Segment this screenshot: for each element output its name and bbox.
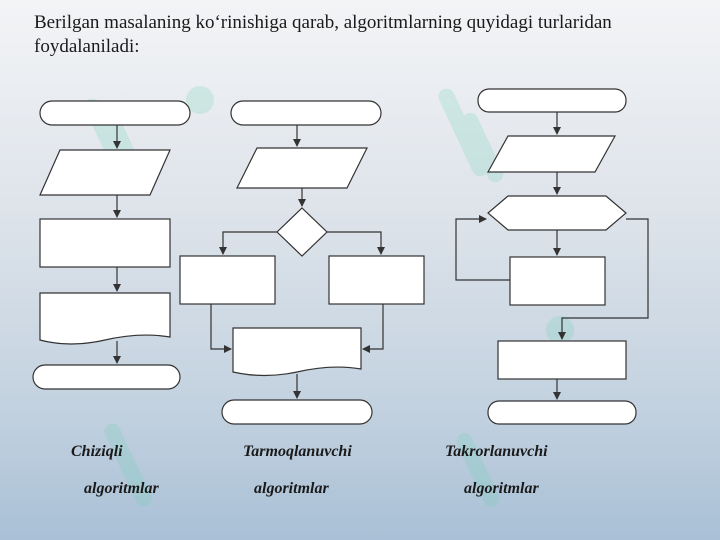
linear-input-parallelogram	[39, 149, 171, 196]
linear-caption-line2: algoritmlar	[84, 480, 159, 497]
branching-decision-diamond	[276, 207, 328, 257]
branching-input-parallelogram	[236, 147, 368, 189]
branching-start-terminal	[230, 100, 382, 126]
linear-caption-line1: Chiziqli	[71, 443, 123, 460]
loop-condition-hexagon	[487, 195, 627, 231]
loop-input-parallelogram	[486, 135, 617, 173]
branching-output-document	[232, 327, 362, 377]
linear-output-document	[39, 292, 171, 345]
branching-flowchart	[179, 100, 425, 425]
linear-flowchart	[32, 100, 191, 390]
slide-title: Berilgan masalaning ko‘rinishiga qarab, …	[34, 12, 612, 57]
loop-caption-line2: algoritmlar	[464, 480, 539, 497]
linear-process-box	[39, 218, 171, 268]
branching-process-right	[328, 255, 425, 305]
loop-caption-line1: Takrorlanuvchi	[445, 443, 548, 460]
linear-start-terminal	[39, 100, 191, 126]
branching-process-left	[179, 255, 276, 305]
loop-output-box	[497, 340, 627, 380]
loop-flowchart	[455, 88, 649, 425]
branching-caption-line2: algoritmlar	[254, 480, 329, 497]
branching-end-terminal	[221, 399, 373, 425]
loop-end-terminal	[487, 400, 637, 425]
linear-end-terminal	[32, 364, 181, 390]
loop-body-process	[509, 256, 606, 306]
loop-start-terminal	[477, 88, 627, 113]
branching-caption-line1: Tarmoqlanuvchi	[243, 443, 352, 460]
